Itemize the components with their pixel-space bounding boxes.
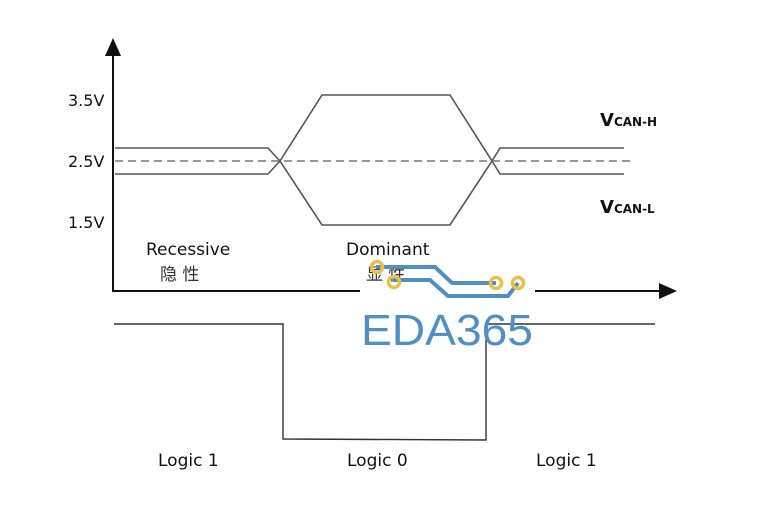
y-tick-label: 3.5V (68, 91, 104, 110)
pcb-pad-icon (488, 275, 504, 291)
recessive-label: Recessive (146, 240, 230, 260)
dominant-label: Dominant (346, 240, 430, 260)
can-h-signal-line (115, 94, 624, 163)
recessive-label-cn: 隐 性 (160, 265, 199, 285)
logic-label: Logic 1 (158, 451, 219, 471)
pcb-pad-icon (386, 274, 402, 290)
watermark-text: EDA365 (361, 306, 533, 355)
logic-label: Logic 0 (347, 451, 408, 471)
pcb-pad-icon (510, 275, 526, 291)
can-h-label: VCAN-H (600, 110, 657, 131)
watermark-logo: EDA365 (360, 259, 535, 355)
logic-label: Logic 1 (536, 451, 597, 471)
logic-waveform (114, 323, 655, 441)
y-tick-label: 2.5V (68, 152, 104, 171)
can-l-label: VCAN-L (600, 197, 655, 218)
y-tick-label: 1.5V (68, 213, 104, 232)
pcb-pad-icon (369, 259, 385, 275)
can-l-signal-line (115, 159, 624, 226)
